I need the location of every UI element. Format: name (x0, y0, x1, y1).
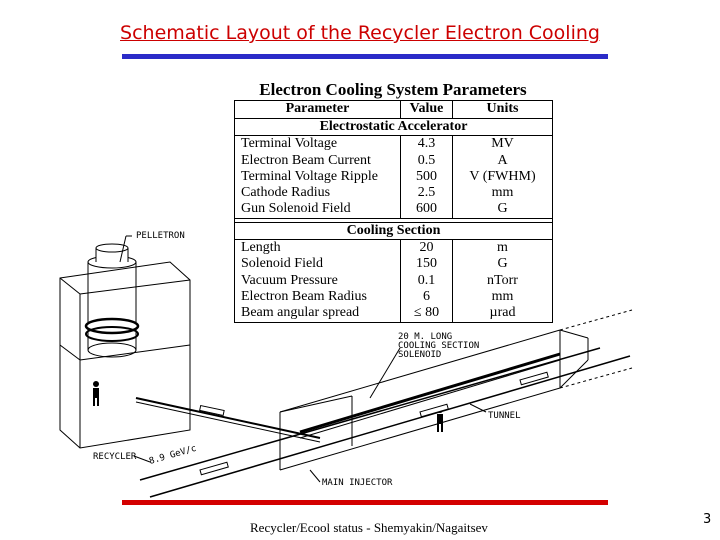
value-cell: 0.1 (400, 272, 453, 289)
parameter-cell: Cathode Radius (241, 185, 331, 201)
value-cell: ≤ 80 (400, 305, 453, 323)
value-cell: 2.5 (400, 185, 453, 202)
column-header: Parameter (234, 100, 401, 119)
section-title: Cooling Section (234, 221, 553, 241)
parameter-cell: Terminal Voltage Ripple (241, 168, 378, 184)
cooling-layout-diagram: PELLETRON 20 M. LONG COOLING SECTION SOL… (59, 231, 633, 498)
value-cell: 4.3 (400, 135, 453, 153)
table-row: Solenoid Field 150 G (235, 256, 553, 273)
recycler-leader (133, 455, 151, 463)
value-cell: 600 (400, 201, 453, 219)
table-row: Length 20 m (235, 239, 553, 257)
table-row: Cathode Radius 2.5 mm (235, 185, 553, 202)
parameter-cell: Length (241, 240, 281, 256)
parameter-cell: Gun Solenoid Field (241, 201, 351, 217)
spacer-cell (234, 217, 553, 223)
cooling-section-label-2: COOLING SECTION (398, 341, 479, 351)
pelletron-leader (119, 235, 127, 263)
energy-label: 8.9 GeV/c (148, 444, 198, 467)
units-cell: mm (491, 288, 514, 304)
value-cell: 500 (400, 168, 453, 186)
value-cell: 20 (400, 239, 453, 257)
tunnel-leader (469, 403, 487, 413)
cooling-section-label-1: 20 M. LONG (398, 332, 452, 342)
section-header-row: Electrostatic Accelerator (234, 117, 553, 137)
section-spacer (234, 217, 553, 223)
cooling-leader (369, 347, 401, 399)
table-row: Electron Beam Radius 6 mm (235, 288, 553, 306)
table-row: Beam angular spread ≤ 80 µrad (235, 305, 553, 323)
tunnel-label: TUNNEL (488, 411, 521, 421)
units-cell: A (497, 152, 508, 168)
parameters-title: Electron Cooling System Parameters (259, 80, 527, 99)
units-cell: m (497, 240, 508, 256)
magnet-elements (199, 371, 549, 476)
value-cell: 6 (400, 288, 453, 306)
slide-title: Schematic Layout of the Recycler Electro… (120, 22, 600, 44)
table-row: Vacuum Pressure 0.1 nTorr (235, 272, 553, 289)
main-injector-beamline (149, 355, 631, 498)
cooling-section-label-3: SOLENOID (398, 350, 441, 360)
table-row: Gun Solenoid Field 600 G (235, 201, 553, 219)
parameter-cell: Vacuum Pressure (241, 272, 338, 288)
table-row: Terminal Voltage Ripple 500 V (FWHM) (235, 168, 553, 186)
parameter-cell: Solenoid Field (241, 256, 324, 272)
cooling-solenoid (299, 352, 561, 434)
main-injector-leader (309, 469, 321, 483)
pelletron-vessel (84, 243, 140, 358)
units-cell: G (497, 201, 508, 217)
table-header-row: Parameter Value Units (234, 100, 553, 119)
pelletron-label: PELLETRON (136, 231, 185, 241)
parameters-table: Parameter Value Units Electrostatic Acce… (234, 100, 553, 323)
section-header-row: Cooling Section (234, 221, 553, 241)
main-injector-label: MAIN INJECTOR (322, 478, 393, 488)
parameter-cell: Electron Beam Current (241, 152, 371, 168)
table-row: Electron Beam Current 0.5 A (235, 152, 553, 169)
units-cell: nTorr (487, 272, 518, 288)
column-header: Value (400, 100, 453, 119)
recycler-beamline (139, 347, 601, 481)
pelletron-building (59, 261, 191, 449)
table-row: Terminal Voltage 4.3 MV (235, 135, 553, 153)
value-cell: 0.5 (400, 152, 453, 169)
column-header: Units (452, 100, 553, 119)
page-number: 3 (703, 512, 712, 527)
units-cell: MV (491, 136, 514, 152)
units-cell: mm (491, 185, 514, 201)
recycler-label: RECYCLER (93, 452, 137, 462)
parameter-cell: Beam angular spread (241, 305, 360, 321)
parameter-cell: Electron Beam Radius (241, 288, 367, 304)
footer-rule (122, 500, 608, 505)
transfer-line (135, 397, 321, 439)
title-rule (122, 54, 608, 59)
cooling-tunnel (279, 329, 589, 471)
units-cell: µrad (489, 305, 516, 321)
footer-text: Recycler/Ecool status - Shemyakin/Nagait… (250, 520, 488, 535)
section-title: Electrostatic Accelerator (234, 117, 553, 137)
value-cell: 150 (400, 256, 453, 273)
units-cell: G (497, 256, 508, 272)
units-cell: V (FWHM) (469, 168, 536, 184)
parameter-cell: Terminal Voltage (241, 136, 338, 152)
parameters-panel: Electron Cooling System Parameters Param… (234, 80, 553, 323)
